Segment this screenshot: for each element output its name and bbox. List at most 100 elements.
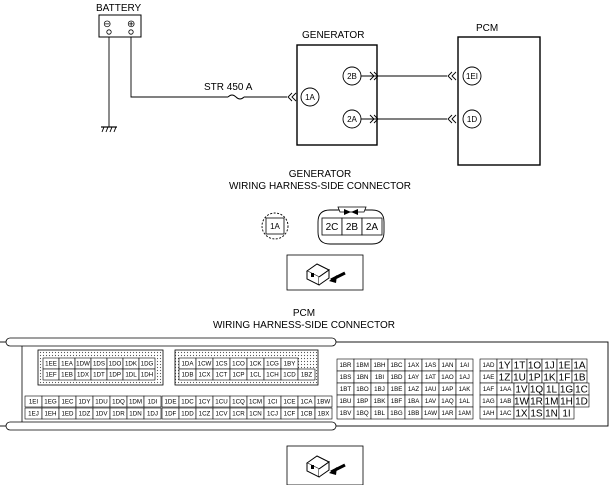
svg-text:1DW: 1DW xyxy=(76,361,90,368)
pcm-pin-1j: 1J xyxy=(541,358,558,371)
pcm-pin-1ad: 1AD xyxy=(479,358,498,372)
svg-text:1CJ: 1CJ xyxy=(267,411,278,418)
pcm-pin-1bx: 1BX xyxy=(314,407,333,420)
svg-text:1T: 1T xyxy=(514,360,526,371)
svg-text:1DF: 1DF xyxy=(165,411,177,418)
pcm-pin-1ar: 1AR xyxy=(438,406,457,420)
svg-text:1AN: 1AN xyxy=(441,362,453,369)
svg-text:1DB: 1DB xyxy=(181,372,193,379)
terminal-2a: 2A xyxy=(347,115,357,124)
pcm-pin-1cx: 1CX xyxy=(195,368,214,381)
svg-text:1EH: 1EH xyxy=(44,411,56,418)
svg-text:1BT: 1BT xyxy=(340,386,352,393)
pcm-pin-1df: 1DF xyxy=(161,407,180,420)
pcm-pin-1bt: 1BT xyxy=(336,382,355,396)
gen-connector-single: 1A xyxy=(261,212,289,240)
pcm-pin-1bw: 1BW xyxy=(314,395,333,408)
svg-text:1DO: 1DO xyxy=(109,361,122,368)
svg-text:1BN: 1BN xyxy=(356,374,368,381)
svg-text:1BQ: 1BQ xyxy=(356,410,369,417)
svg-text:1U: 1U xyxy=(513,372,526,383)
generator-pcm-wires xyxy=(361,71,457,124)
pcm-pin-1by: 1BY xyxy=(280,357,299,370)
svg-text:1C: 1C xyxy=(575,384,588,395)
pcm-pin-1eh: 1EH xyxy=(41,407,60,420)
svg-text:1DR: 1DR xyxy=(112,411,125,418)
pcm-pin-1cm: 1CM xyxy=(246,395,265,408)
pcm-pin-1cs: 1CS xyxy=(212,357,231,370)
svg-text:1EF: 1EF xyxy=(45,372,57,379)
svg-text:1AG: 1AG xyxy=(482,398,495,405)
pcm-pin-1aq: 1AQ xyxy=(438,394,457,408)
pcm-pin-1ck: 1CK xyxy=(246,357,265,370)
svg-text:1AE: 1AE xyxy=(483,374,495,381)
pcm-pin-1x: 1X xyxy=(513,406,530,419)
pcm-pin-1am: 1AM xyxy=(455,406,474,420)
pcm-body xyxy=(457,36,541,166)
svg-text:1CL: 1CL xyxy=(250,372,262,379)
gen-connector-pin-1a: 1A xyxy=(270,222,280,231)
svg-text:1DV: 1DV xyxy=(95,411,108,418)
pcm-pin-1cr: 1CR xyxy=(229,407,248,420)
svg-text:1AB: 1AB xyxy=(500,398,512,405)
battery-positive-wire: STR 450 A xyxy=(130,37,297,102)
pcm-pin-1cg: 1CG xyxy=(263,357,282,370)
pcm-pin-1bg: 1BG xyxy=(387,406,406,420)
svg-text:1H: 1H xyxy=(560,396,573,407)
pcm-pin-1cn: 1CN xyxy=(246,407,265,420)
svg-text:1P: 1P xyxy=(528,372,541,383)
pcm-pin-1ab: 1AB xyxy=(496,394,515,408)
pcm-pin-1eg: 1EG xyxy=(41,395,60,408)
pcm-pin-1u: 1U xyxy=(511,370,528,383)
pcm-pin-1dk: 1DK xyxy=(122,357,140,370)
pcm-pin-1ct: 1CT xyxy=(212,368,231,381)
svg-text:1DN: 1DN xyxy=(129,411,141,418)
pcm-pin-1dp: 1DP xyxy=(106,368,124,381)
pcm-pin-1de: 1DE xyxy=(161,395,180,408)
pcm-connector-title-1: PCM xyxy=(293,308,315,319)
pcm-pin-1bm: 1BM xyxy=(353,358,372,372)
svg-text:1X: 1X xyxy=(515,408,528,419)
pcm-pin-1bl: 1BL xyxy=(370,406,389,420)
pcm-pin-1aj: 1AJ xyxy=(455,370,474,384)
svg-text:1AF: 1AF xyxy=(483,386,495,393)
svg-text:1CQ: 1CQ xyxy=(232,399,245,406)
pcm-pin-1an: 1AN xyxy=(438,358,457,372)
gen-connector-pin-2c: 2C xyxy=(326,222,339,233)
pcm-pin-1au: 1AU xyxy=(421,382,440,396)
svg-text:1DZ: 1DZ xyxy=(79,411,91,418)
pcm-pin-1bj: 1BJ xyxy=(370,382,389,396)
svg-text:1BW: 1BW xyxy=(317,399,331,406)
pcm-pin-1av: 1AV xyxy=(421,394,440,408)
svg-text:1AY: 1AY xyxy=(408,374,419,381)
connector-view-icon xyxy=(286,445,364,485)
svg-text:1BX: 1BX xyxy=(318,411,330,418)
svg-text:1DA: 1DA xyxy=(181,361,194,368)
pcm-pin-1dz: 1DZ xyxy=(75,407,94,420)
pcm-pin-1dy: 1DY xyxy=(75,395,94,408)
pcm-pin-1h: 1H xyxy=(558,394,575,407)
svg-text:1Y: 1Y xyxy=(498,360,511,371)
svg-text:1I: 1I xyxy=(562,408,570,419)
svg-text:1AQ: 1AQ xyxy=(441,398,454,405)
svg-text:1AK: 1AK xyxy=(459,386,472,393)
gen-connector-pin-2a: 2A xyxy=(366,222,379,233)
svg-text:1AS: 1AS xyxy=(425,362,437,369)
svg-text:1CT: 1CT xyxy=(216,372,228,379)
gen-connector-title-2: WIRING HARNESS-SIDE CONNECTOR xyxy=(229,181,411,192)
svg-text:1BL: 1BL xyxy=(374,410,386,417)
svg-text:1DP: 1DP xyxy=(109,372,121,379)
pcm-pin-1dx: 1DX xyxy=(74,368,92,381)
svg-text:1AI: 1AI xyxy=(460,362,470,369)
pcm-pin-1ef: 1EF xyxy=(42,368,60,381)
pcm-pin-1ci: 1CI xyxy=(263,395,282,408)
svg-text:1DM: 1DM xyxy=(129,399,142,406)
svg-text:1AM: 1AM xyxy=(458,410,471,417)
pcm-pin-1ax: 1AX xyxy=(404,358,423,372)
svg-text:1Z: 1Z xyxy=(499,372,511,383)
pcm-pin-1dq: 1DQ xyxy=(109,395,128,408)
battery: BATTERY ⊖ ⊕ xyxy=(96,3,142,38)
pcm-pin-1bn: 1BN xyxy=(353,370,372,384)
pcm-pin-1e: 1E xyxy=(556,358,573,371)
svg-text:1DQ: 1DQ xyxy=(112,399,125,406)
